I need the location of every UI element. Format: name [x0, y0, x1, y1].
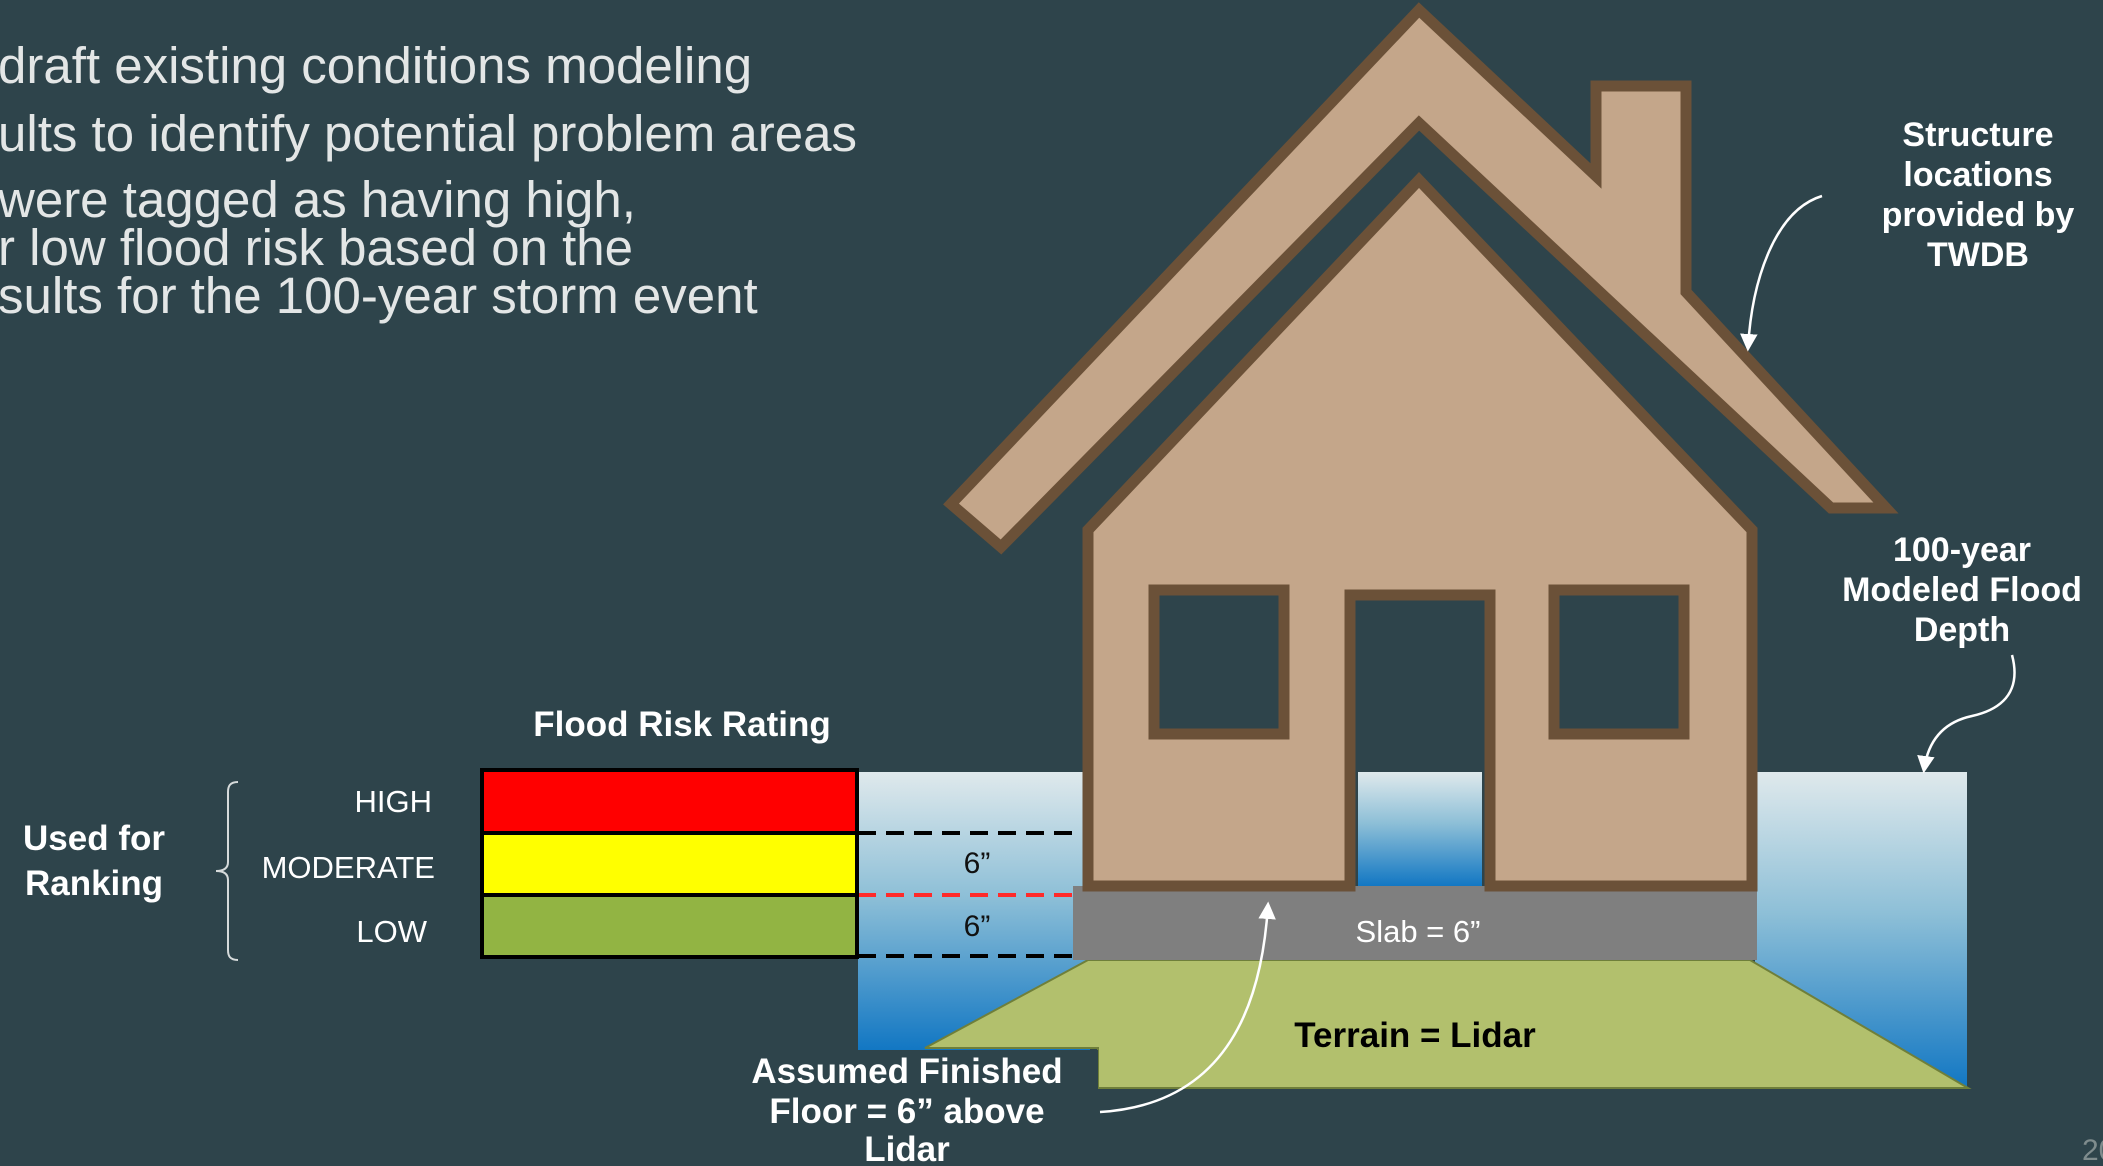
floor-note-line2: Floor = 6” above	[769, 1092, 1044, 1131]
flood-note-line3: Depth	[1914, 611, 2010, 649]
depth-label-upper: 6”	[964, 847, 991, 880]
bullet-line-5: sults for the 100-year storm event	[0, 267, 758, 324]
window-right	[1548, 584, 1690, 740]
structure-note-line1: Structure	[1902, 116, 2053, 154]
bullet-line-2: ults to identify potential problem areas	[0, 105, 857, 162]
used-for-label-line1: Used for	[23, 819, 165, 858]
slab	[1073, 886, 1757, 960]
bullet-line-4: r low flood risk based on the	[0, 219, 634, 276]
structure-note-line3: provided by	[1882, 196, 2075, 234]
roof	[943, 2, 1899, 555]
floor-note-backdrop	[720, 1050, 1098, 1166]
risk-label-moderate: MODERATE	[262, 850, 435, 885]
risk-bar-low	[480, 893, 859, 959]
depth-label-lower: 6”	[964, 910, 991, 943]
flood-note-line1: 100-year	[1893, 531, 2031, 569]
terrain-label: Terrain = Lidar	[1294, 1016, 1536, 1055]
flood-risk-title: Flood Risk Rating	[533, 705, 831, 744]
page-number: 20	[2082, 1134, 2103, 1166]
floor-note-line3: Lidar	[864, 1130, 950, 1166]
ranking-bracket	[215, 781, 239, 961]
risk-label-high: HIGH	[355, 784, 433, 819]
floor-note-line1: Assumed Finished	[751, 1052, 1062, 1091]
bullet-text: draft existing conditions modeling ults …	[0, 0, 900, 440]
floor-arrow	[1099, 901, 1276, 1114]
structure-note-line2: locations	[1903, 156, 2052, 194]
slab-label: Slab = 6”	[1356, 914, 1481, 949]
risk-bar-high	[480, 768, 859, 835]
risk-bar-moderate	[480, 831, 859, 897]
bullet-line-3: were tagged as having high,	[0, 171, 636, 228]
bullet-line-1: draft existing conditions modeling	[0, 37, 753, 94]
structure-note-line4: TWDB	[1927, 236, 2029, 274]
flood-note-line2: Modeled Flood	[1842, 571, 2082, 609]
used-for-label-line2: Ranking	[25, 864, 163, 903]
door-water	[1358, 772, 1482, 886]
risk-label-low: LOW	[356, 914, 427, 949]
structure-arrow	[1740, 194, 1823, 352]
flood-arrow	[1917, 654, 2016, 774]
window-left	[1148, 584, 1290, 740]
